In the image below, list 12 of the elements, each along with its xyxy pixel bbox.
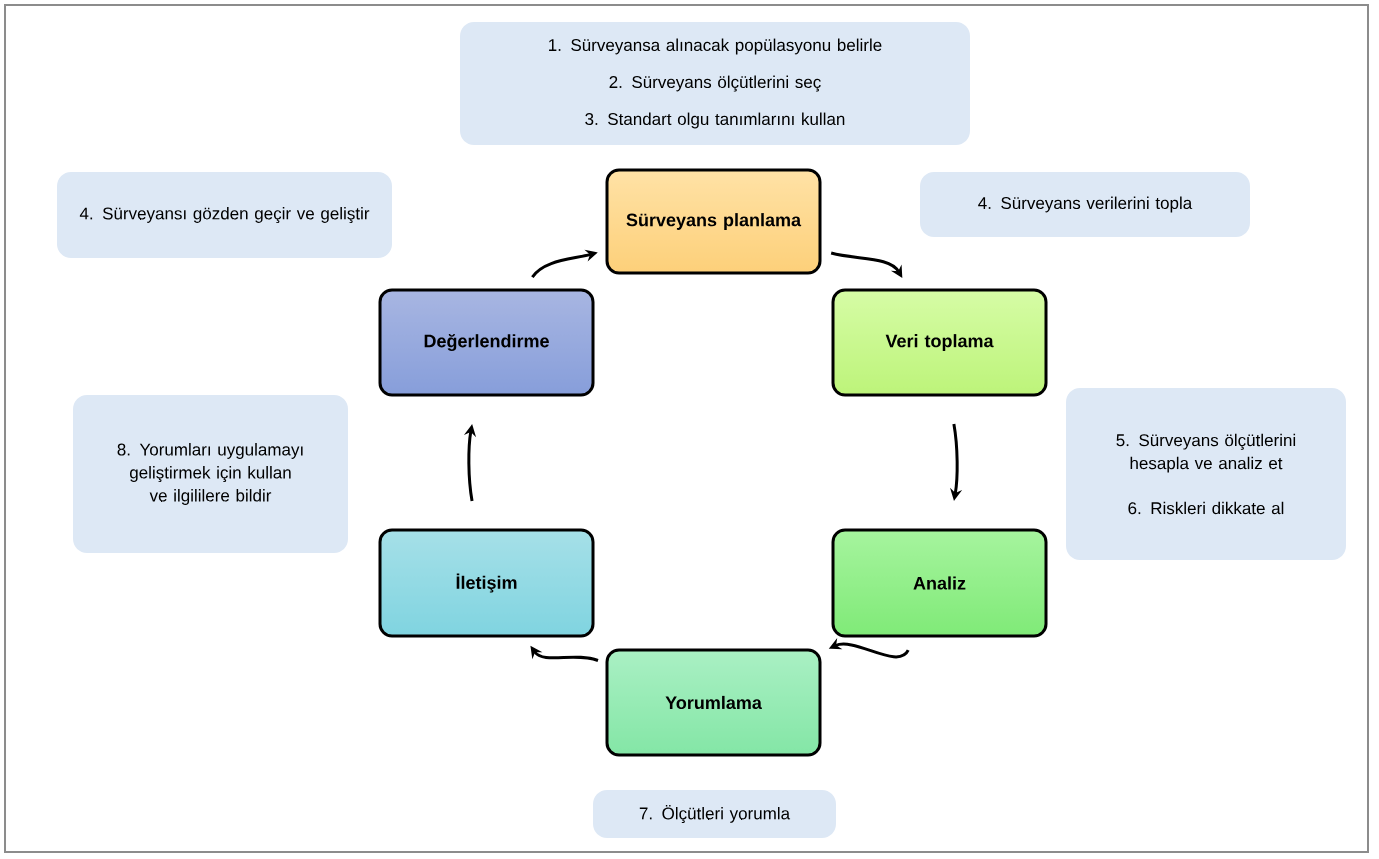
process-box: Değerlendirme: [378, 288, 595, 397]
note-box: 4. Sürveyansı gözden geçir ve geliştir: [57, 172, 392, 258]
note-box: 1. Sürveyansa alınacak popülasyonu belirle 2. Sürveyans ölçütlerini seç 3. Standart olgu tanımlarını kullan: [460, 22, 970, 145]
process-box: İletişim: [378, 528, 595, 638]
note-box: 5. Sürveyans ölçütlerini hesapla ve analiz et 6. Riskleri dikkate al: [1066, 388, 1346, 560]
process-box: Veri toplama: [831, 288, 1048, 397]
note-box: 4. Sürveyans verilerini topla: [920, 172, 1250, 237]
note-box: 7. Ölçütleri yorumla: [593, 790, 836, 838]
process-box: Yorumlama: [605, 648, 822, 757]
process-box: Analiz: [831, 528, 1048, 638]
process-box: Sürveyans planlama: [605, 168, 822, 275]
note-box: 8. Yorumları uygulamayı geliştirmek için kullan ve ilgililere bildir: [73, 395, 348, 553]
